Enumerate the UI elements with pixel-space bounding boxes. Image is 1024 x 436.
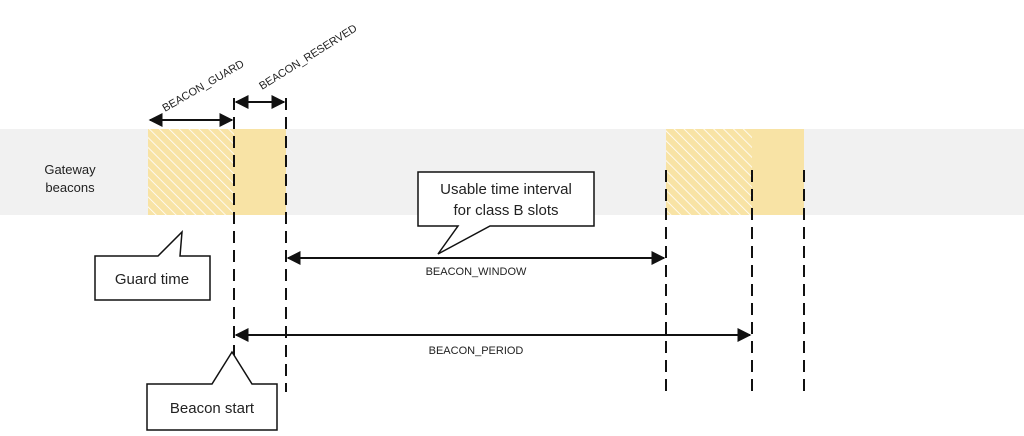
row-label-line1: Gateway [44, 162, 96, 177]
beacon-start-label: Beacon start [170, 400, 255, 417]
guard-region-1 [148, 129, 234, 215]
beacon-start-callout [146, 350, 278, 431]
beacon-window-label: BEACON_WINDOW [426, 266, 527, 278]
row-label-line2: beacons [45, 180, 95, 195]
guard-time-callout [94, 230, 211, 301]
reserved-region-2 [752, 129, 804, 215]
usable-interval-line2: for class B slots [453, 202, 558, 219]
guard-time-label: Guard time [115, 271, 189, 288]
reserved-region-1 [234, 129, 286, 215]
guard-region-2 [666, 129, 752, 215]
usable-interval-line1: Usable time interval [440, 181, 572, 198]
beacon-period-label: BEACON_PERIOD [429, 345, 524, 357]
beacon-reserved-label: BEACON_RESERVED [257, 23, 359, 93]
usable-interval-callout [417, 171, 595, 255]
